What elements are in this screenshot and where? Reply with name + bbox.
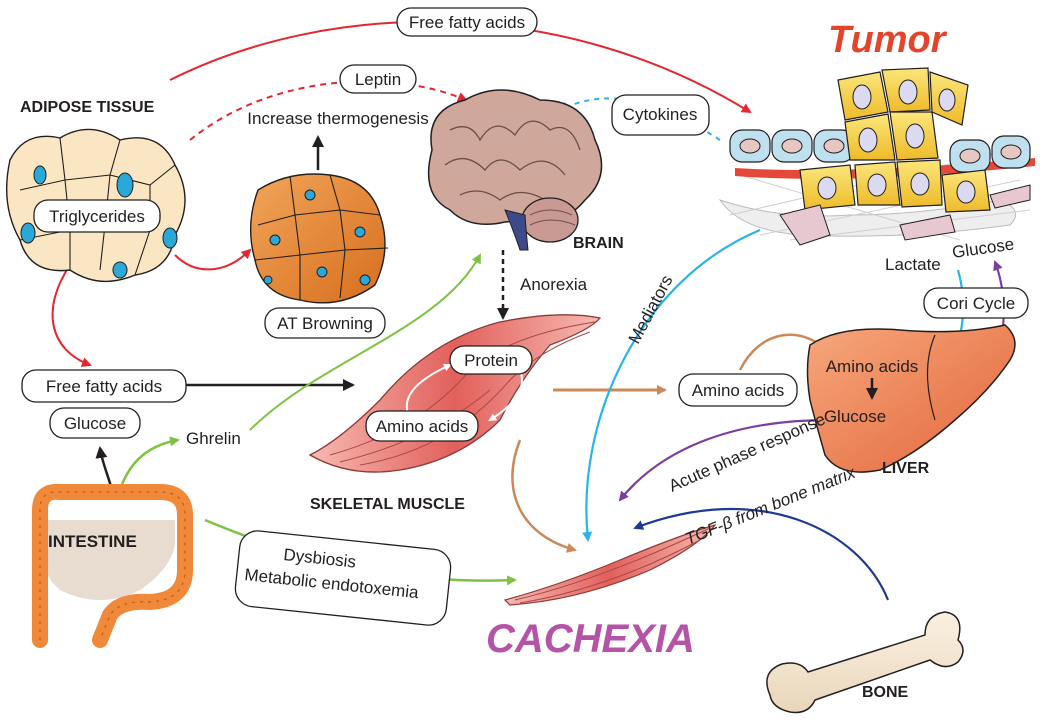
amino-acids-liver-label: Amino acids — [826, 357, 919, 376]
cachexia-muscle-icon — [503, 523, 717, 606]
liver-icon — [806, 324, 1016, 473]
cytokines-label: Cytokines — [623, 105, 698, 124]
glucose-left-label: Glucose — [64, 414, 126, 433]
arrow-intestine-to-ghrelin — [118, 436, 180, 491]
cori-cycle-label: Cori Cycle — [937, 294, 1015, 313]
tumor-blue-cells — [729, 129, 1031, 173]
brown-fat-icon — [249, 173, 389, 304]
intestine-icon — [32, 483, 193, 648]
ffa-top-label: Free fatty acids — [409, 13, 525, 32]
arrow-bone-tgf — [633, 507, 890, 601]
tumor-icon — [718, 67, 1035, 246]
arrow-triglycerides-to-browning — [174, 248, 252, 271]
at-browning-label: AT Browning — [277, 314, 373, 333]
brain-icon — [427, 89, 603, 251]
mediators-label: Mediators — [625, 272, 677, 347]
lactate-label: Lactate — [885, 255, 941, 274]
arrow-leptin-to-brain — [189, 80, 468, 141]
label-boxes — [21, 7, 1029, 626]
cachexia-title: CACHEXIA — [486, 617, 695, 661]
arrow-intestine-to-glucose — [95, 446, 114, 491]
glucose-tumor-label: Glucose — [951, 234, 1015, 261]
tumor-title: Tumor — [828, 19, 948, 61]
arrow-adipose-to-ffa — [51, 264, 92, 367]
amino-acids-muscle-label: Amino acids — [376, 417, 469, 436]
ffa-left-label: Free fatty acids — [46, 377, 162, 396]
triglycerides-label: Triglycerides — [49, 207, 145, 226]
brain-title: BRAIN — [573, 235, 624, 252]
protein-label: Protein — [464, 351, 518, 370]
skeletal-muscle-title: SKELETAL MUSCLE — [310, 496, 465, 513]
glucose-liver-label: Glucose — [824, 407, 886, 426]
adipose-tissue-title: ADIPOSE TISSUE — [20, 99, 155, 116]
intestine-title: INTESTINE — [48, 532, 137, 551]
arrow-muscle-to-cachexia — [511, 439, 577, 553]
liver-title: LIVER — [882, 460, 930, 477]
leptin-label: Leptin — [355, 70, 401, 89]
ghrelin-label: Ghrelin — [186, 429, 241, 448]
bone-icon — [766, 611, 964, 714]
amino-acids-mid-label: Amino acids — [692, 381, 785, 400]
bone-title: BONE — [862, 684, 909, 701]
arrow-acute-phase — [618, 418, 831, 502]
anorexia-label: Anorexia — [520, 275, 588, 294]
arrow-ghrelin-to-brain — [249, 253, 481, 431]
increase-thermogenesis-label: Increase thermogenesis — [247, 109, 428, 128]
arrow-tumor-mediators — [582, 228, 761, 542]
